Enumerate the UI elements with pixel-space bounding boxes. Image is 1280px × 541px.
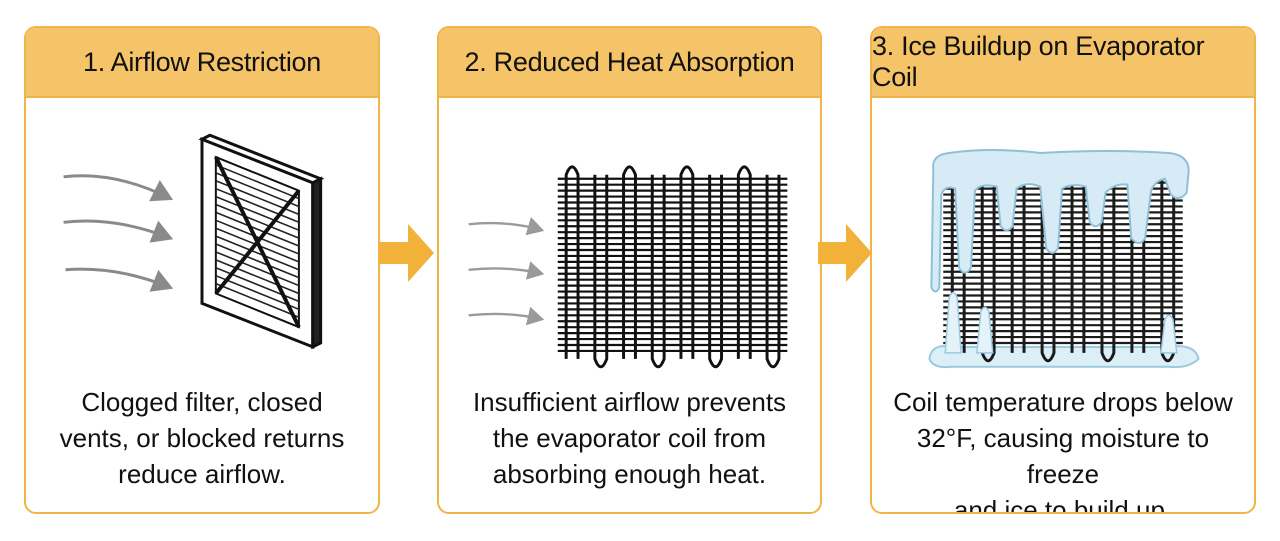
filter-pleats [215, 164, 300, 318]
filter-cross-braces [214, 156, 301, 328]
step-caption-3: Coil temperature drops below 32°F, causi… [882, 384, 1244, 514]
caption-line: the evaporator coil from [492, 423, 767, 453]
caption-line: Insufficient airflow prevents [472, 387, 787, 417]
frozen-coil-icon [928, 149, 1200, 369]
airflow-arrows [468, 217, 545, 326]
coil-tube [564, 165, 781, 369]
airflow-arrow [468, 217, 545, 236]
step-title-1: 1. Airflow Restriction [26, 28, 378, 98]
step-title-3: 3. Ice Buildup on Evaporator Coil [872, 28, 1254, 98]
caption-line: Clogged filter, closed [81, 387, 323, 417]
ice-drips [944, 291, 1178, 354]
airflow-arrows [63, 174, 174, 292]
step-title-2: 2. Reduced Heat Absorption [439, 28, 820, 98]
caption-line: and ice to build up. [953, 495, 1173, 514]
step-caption-2: Insufficient airflow prevents the evapor… [449, 384, 810, 492]
airflow-arrow [63, 174, 174, 202]
caption-line: reduce airflow. [118, 459, 286, 489]
airflow-arrow [65, 267, 174, 292]
step-panel-2: 2. Reduced Heat Absorption Insufficient … [437, 26, 822, 514]
step-panel-3: 3. Ice Buildup on Evaporator Coil Coil t… [870, 26, 1256, 514]
caption-line: absorbing enough heat. [492, 459, 767, 489]
airflow-arrow [63, 219, 174, 243]
step-panel-1: 1. Airflow Restriction [24, 26, 380, 514]
airflow-arrow [468, 306, 545, 326]
airflow-arrow [468, 261, 545, 280]
evaporator-coil-icon [468, 165, 788, 369]
caption-line: vents, or blocked returns [59, 423, 345, 453]
step-arrow-icon [818, 224, 872, 282]
step-arrow-icon [380, 224, 434, 282]
step-caption-1: Clogged filter, closed vents, or blocked… [36, 384, 368, 492]
caption-line: Coil temperature drops below [893, 387, 1233, 417]
clogged-filter-icon [63, 133, 325, 350]
coil-tubes [557, 165, 788, 369]
ice-base [928, 345, 1200, 369]
ice-cap [930, 149, 1190, 293]
caption-line: 32°F, causing moisture to freeze [916, 423, 1210, 489]
